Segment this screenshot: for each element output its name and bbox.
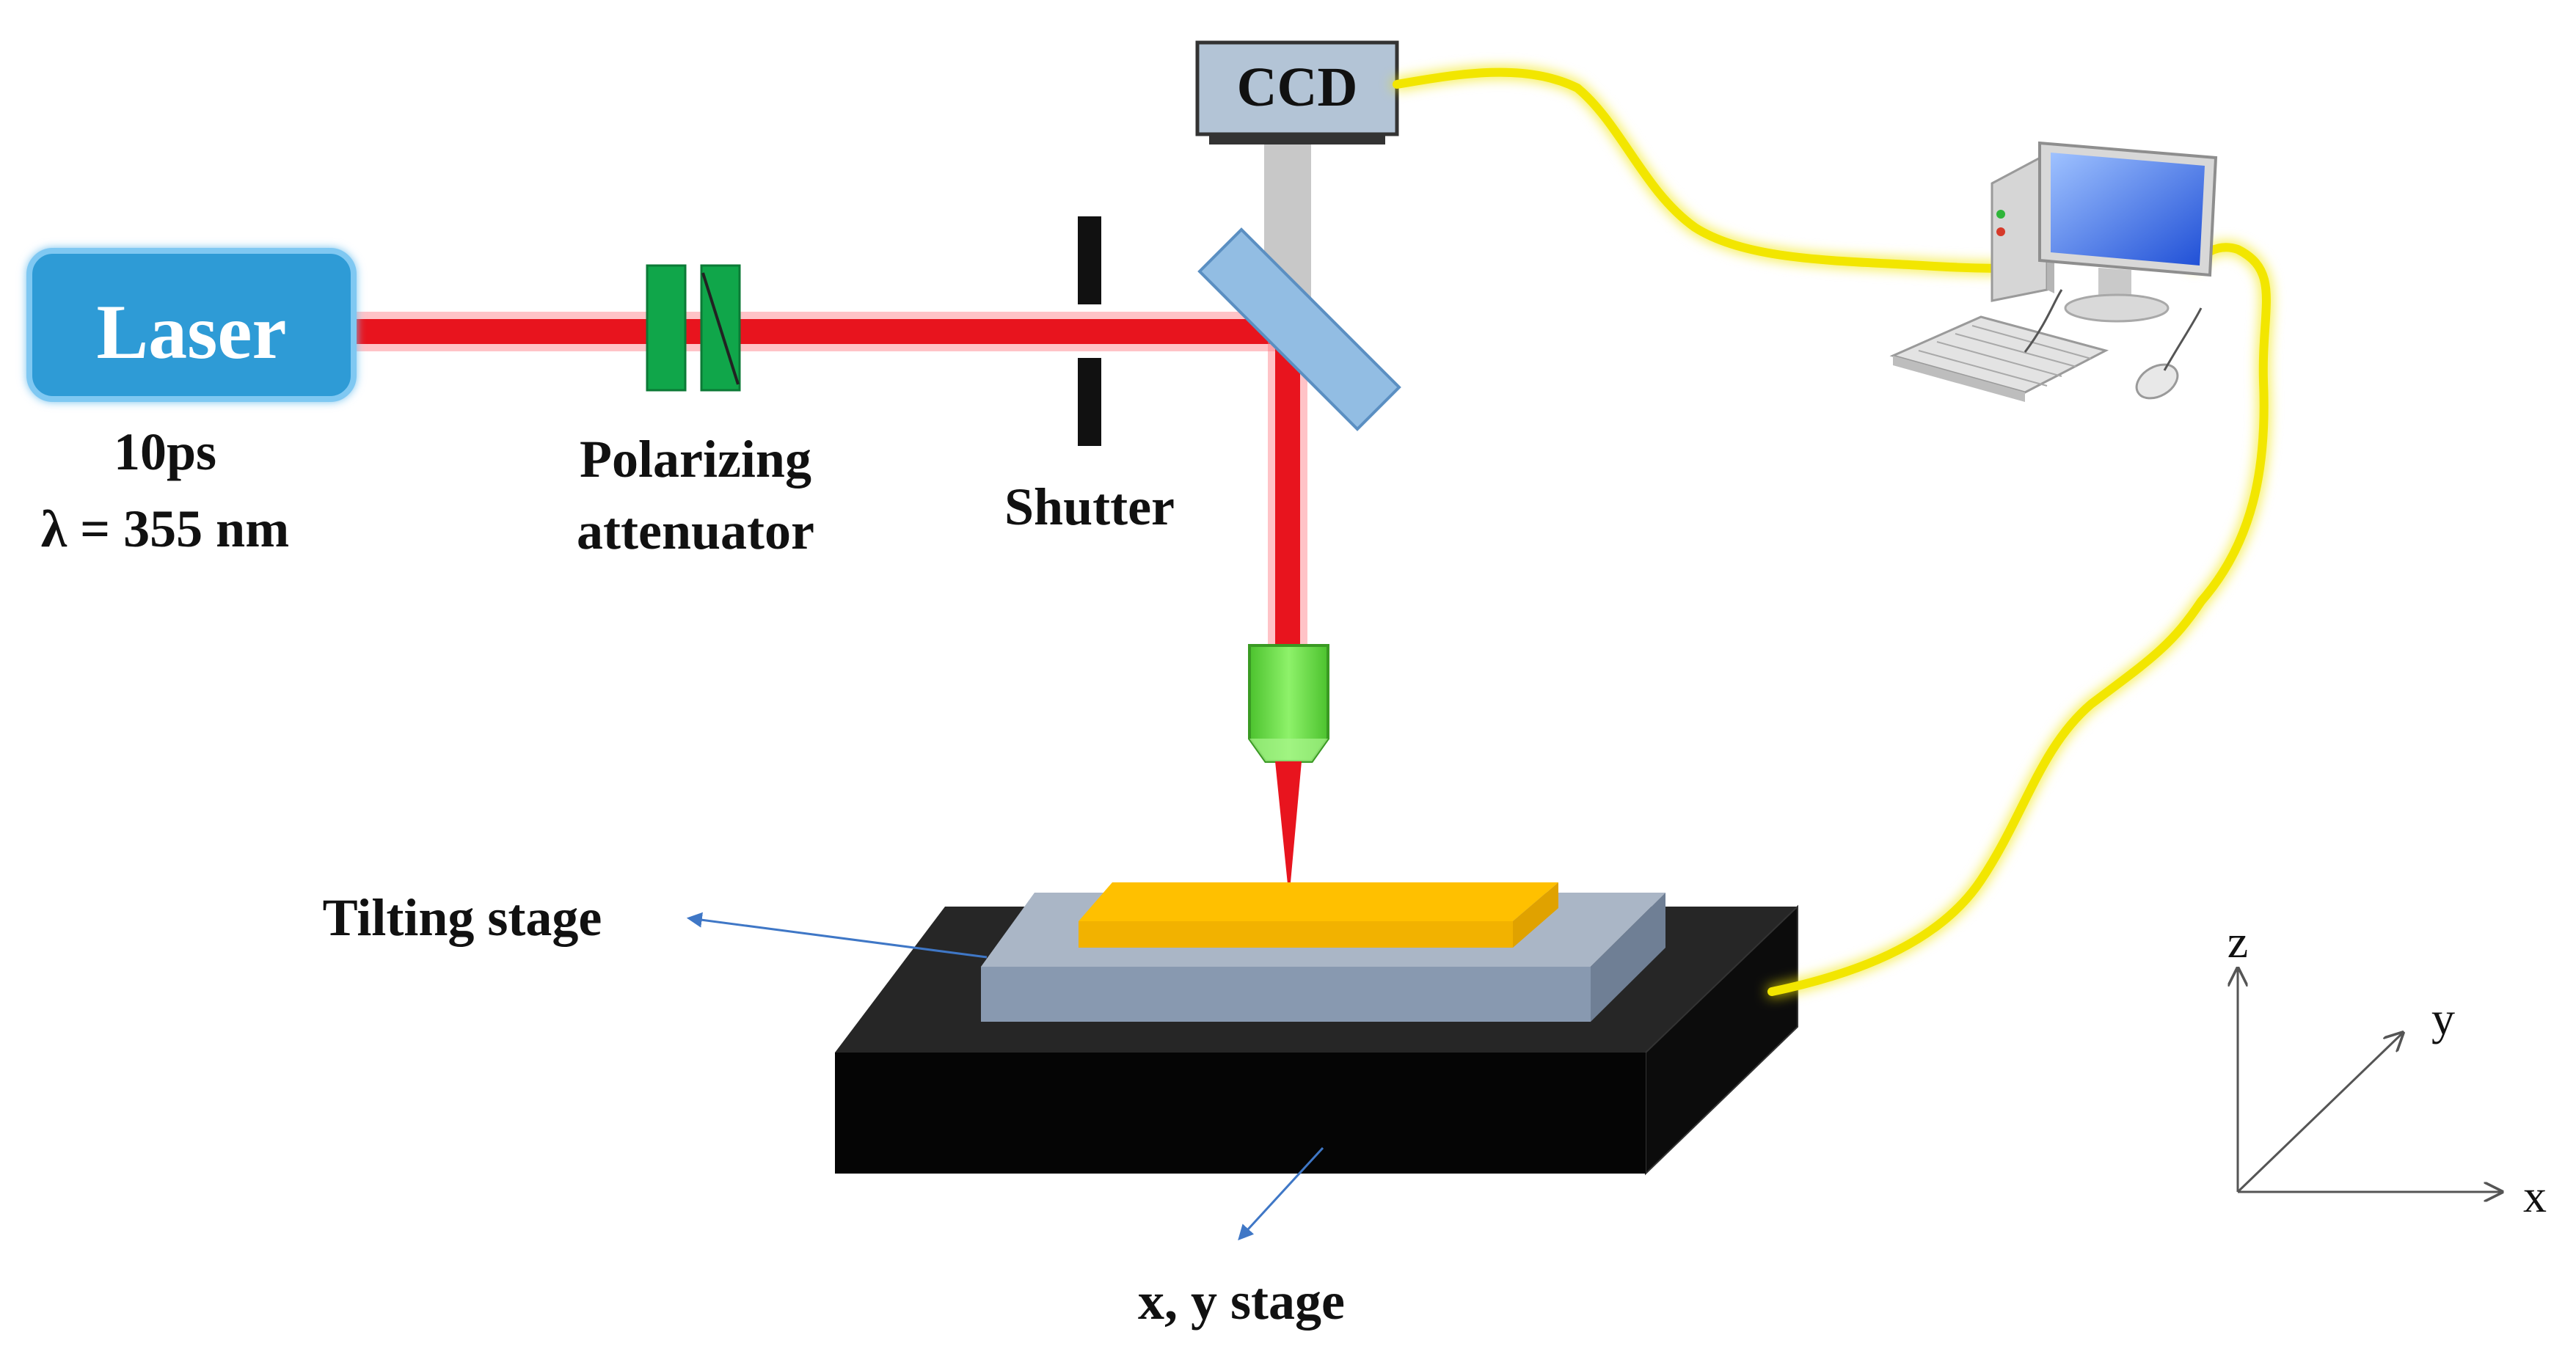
y-axis-label: y bbox=[2431, 992, 2455, 1044]
coordinate-axes bbox=[2238, 968, 2502, 1192]
shutter bbox=[1078, 216, 1101, 446]
attenuator-label-line1: Polarizing bbox=[580, 430, 811, 488]
y-axis bbox=[2236, 1033, 2403, 1193]
focused-beam bbox=[1275, 761, 1302, 899]
ccd-camera bbox=[1195, 40, 1399, 144]
objective-lens bbox=[1248, 644, 1329, 763]
z-axis-label: z bbox=[2227, 915, 2248, 967]
data-cables bbox=[1393, 67, 2271, 996]
xy-stage-arrow bbox=[1238, 1146, 1324, 1241]
xy-stage-label: x, y stage bbox=[1138, 1272, 1345, 1331]
sample bbox=[1079, 882, 1558, 948]
dichroic-mirror bbox=[1197, 227, 1401, 431]
tilting-stage-arrow bbox=[686, 912, 988, 959]
laser-source bbox=[26, 248, 357, 402]
laser-wavelength-label: λ = 355 nm bbox=[41, 499, 289, 558]
attenuator-label-line2: attenuator bbox=[577, 502, 814, 560]
ccd-cable bbox=[1393, 67, 2018, 273]
tilting-stage-label: Tilting stage bbox=[323, 888, 602, 947]
ccd-label: CCD bbox=[1237, 56, 1358, 118]
computer-icon bbox=[1889, 141, 2218, 402]
laser-label: Laser bbox=[96, 289, 286, 375]
x-axis-label: x bbox=[2523, 1170, 2547, 1222]
shutter-label: Shutter bbox=[1004, 477, 1175, 536]
laser-pulse-label: 10ps bbox=[114, 422, 216, 481]
polarizing-attenuator bbox=[646, 264, 741, 392]
stage-cable bbox=[1767, 243, 2271, 996]
